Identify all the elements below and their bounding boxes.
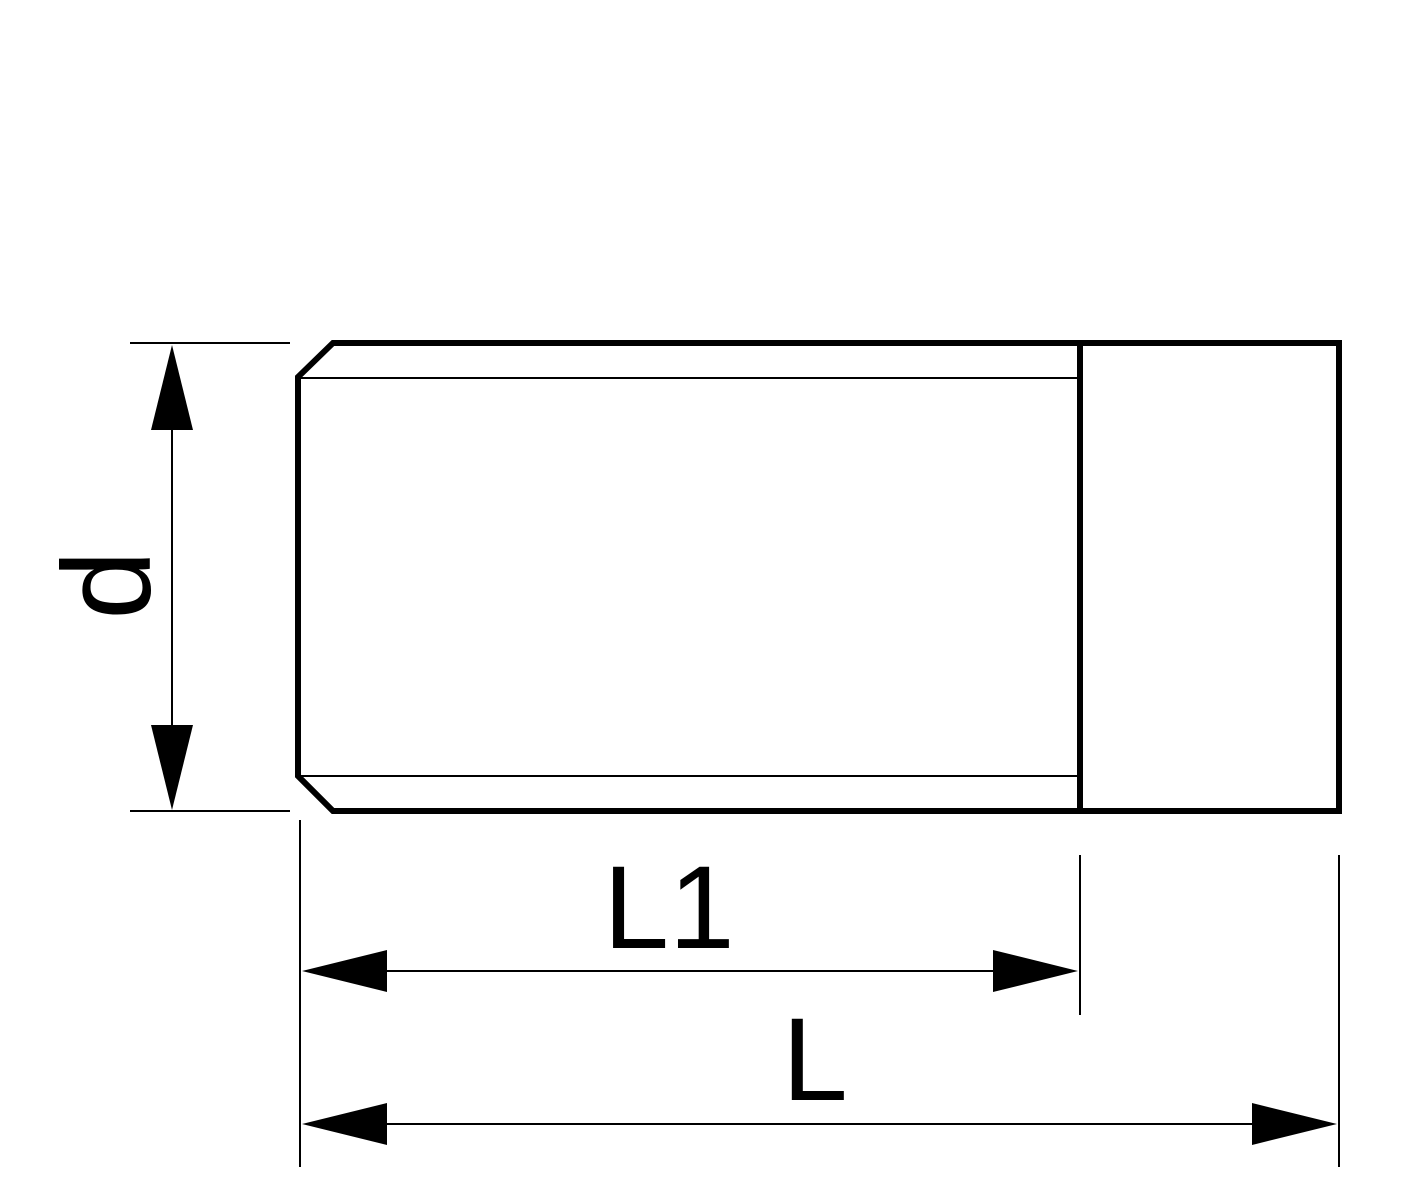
diameter-dimension: d <box>38 342 290 812</box>
arrowhead-up <box>151 345 193 430</box>
arrowhead-right-l <box>1252 1103 1337 1145</box>
arrowhead-right-l1 <box>993 950 1078 992</box>
thread-length-label: L1 <box>603 842 734 974</box>
part-outline <box>295 340 1342 814</box>
arrowhead-left-l <box>302 1103 387 1145</box>
arrowhead-down <box>151 725 193 810</box>
diameter-label: d <box>38 550 177 620</box>
length-dimensions: L1 L <box>299 820 1340 1167</box>
arrowhead-left-l1 <box>302 950 387 992</box>
total-length-label: L <box>782 994 848 1126</box>
threaded-part <box>295 340 1342 814</box>
